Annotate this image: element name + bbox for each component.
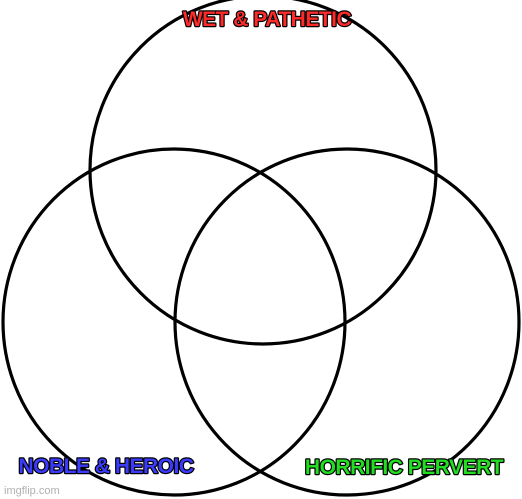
venn-circle-right <box>173 147 521 497</box>
label-horrific-pervert: HORRIFIC PERVERT <box>305 456 504 479</box>
label-wet-and-pathetic: WET & PATHETIC <box>183 8 352 31</box>
imgflip-watermark: imgflip.com <box>4 485 60 497</box>
venn-circle-left <box>1 147 347 497</box>
label-noble-and-heroic: NOBLE & HEROIC <box>18 455 193 478</box>
